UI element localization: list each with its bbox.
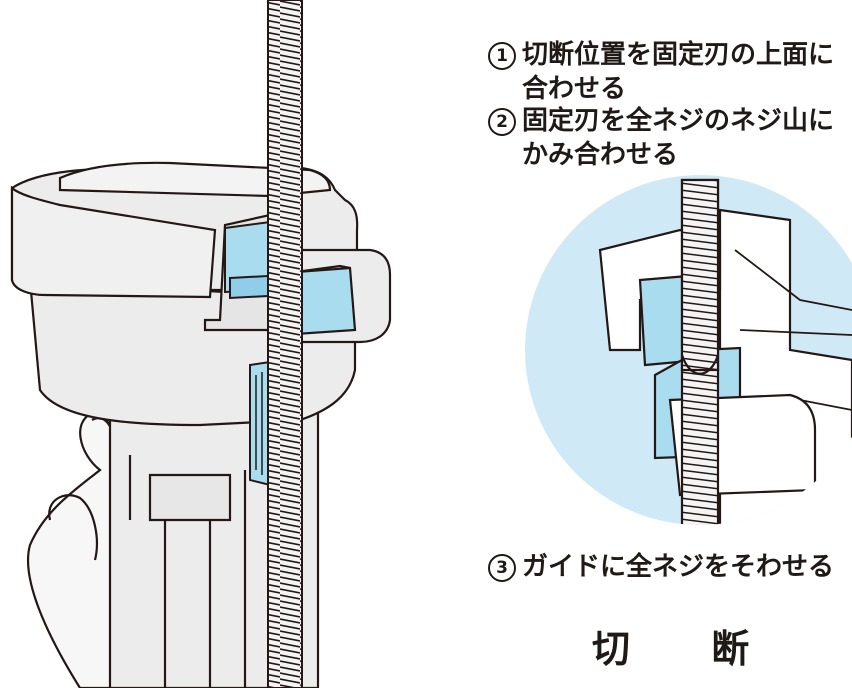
step-2-text: 固定刃を全ネジのネジ山に — [522, 106, 835, 136]
step-2-number: 2 — [488, 108, 516, 136]
step-1-text-cont: 合わせる — [522, 74, 627, 104]
step-1-number: 1 — [488, 42, 516, 70]
threaded-rod — [267, 0, 303, 688]
section-title: 切 断 — [592, 627, 784, 671]
fixed-blade — [224, 220, 271, 300]
step-2-text-cont: かみ合わせる — [522, 140, 679, 170]
detail-inset — [525, 175, 852, 525]
clamp-part — [288, 248, 392, 344]
step-3-number: 3 — [488, 554, 516, 582]
step-1-text: 切断位置を固定刃の上面に — [522, 40, 835, 70]
step-3-text: ガイドに全ネジをそわせる — [522, 552, 835, 582]
